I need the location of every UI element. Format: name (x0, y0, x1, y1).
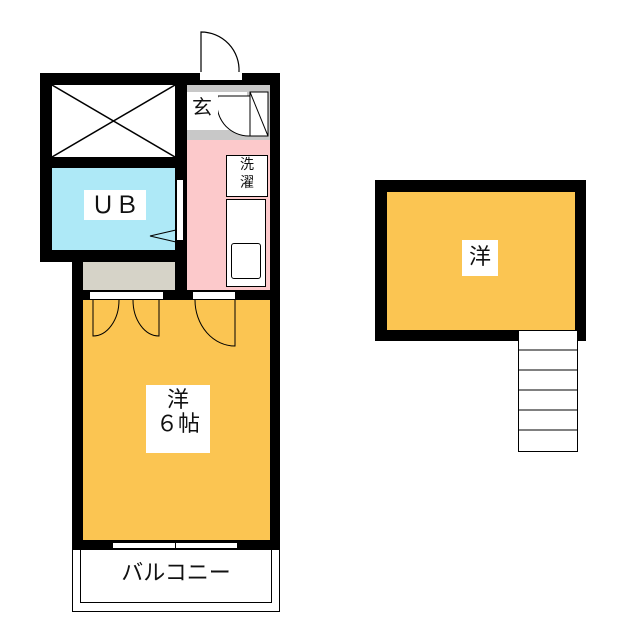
window-divider (175, 540, 176, 550)
washer-space (226, 155, 268, 197)
closet-door-opening[interactable] (90, 292, 163, 299)
entrance-label: 玄 (192, 95, 212, 119)
sink (231, 243, 261, 279)
room-size: ６帖 (155, 412, 200, 438)
balcony-inner (80, 550, 272, 603)
bath-label: ＵＢ (84, 190, 146, 220)
balcony-label: バルコニー (121, 561, 231, 586)
front-door-swing (200, 31, 240, 73)
main-room-label: 洋 ６帖 (146, 385, 210, 453)
stairs[interactable] (518, 330, 578, 452)
room-type: 洋 (166, 388, 189, 413)
laundry-label-2: 濯 (240, 175, 254, 191)
loft-label: 洋 (462, 240, 498, 276)
laundry-label-1: 洗 (240, 157, 254, 173)
bath-door[interactable] (177, 180, 183, 240)
balcony (72, 550, 280, 612)
room-door-opening[interactable] (193, 292, 235, 299)
front-door[interactable] (200, 73, 242, 80)
storage-area (83, 262, 175, 290)
door-swings (92, 300, 236, 347)
shoe-cabinet (218, 91, 269, 137)
closet-cross (52, 85, 175, 157)
bath-door-swing (149, 229, 177, 243)
